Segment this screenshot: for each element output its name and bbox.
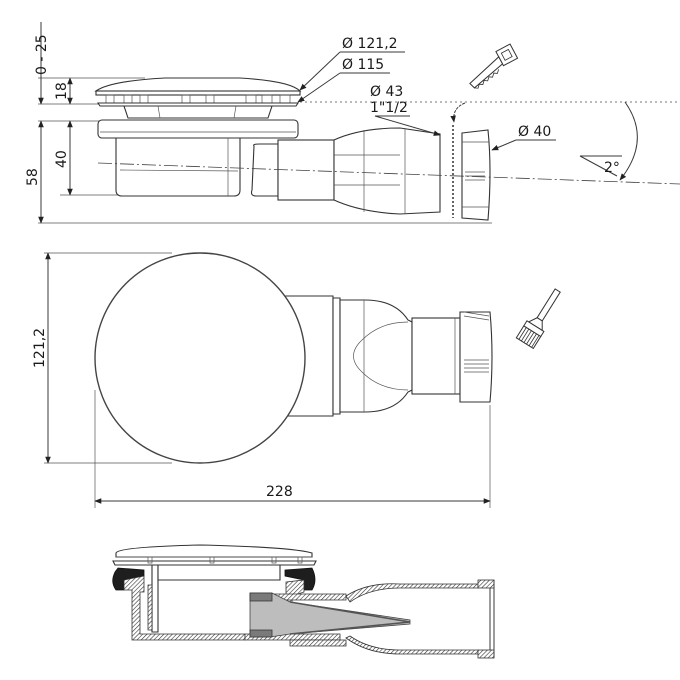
leader-grate-diameter — [299, 51, 341, 91]
dim-grate-height: 18 — [54, 82, 70, 100]
side-elevation-view: 0 - 25 18 40 58 — [25, 22, 680, 224]
compression-nut — [461, 129, 491, 221]
section-thread-bottom — [477, 649, 495, 659]
section-pipe-top-wall — [345, 583, 479, 603]
slope-triangle — [579, 155, 622, 177]
grate-legs — [123, 105, 273, 119]
grate-base-plate — [96, 102, 300, 107]
drain-body — [115, 137, 241, 197]
section-pipe-bottom-wall — [345, 635, 479, 655]
brush-icon — [515, 288, 561, 350]
top-grate-circle — [94, 252, 306, 464]
outlet-reducer — [333, 127, 441, 215]
top-plan-view: 121,2 228 — [32, 252, 561, 508]
callout-flange-diameter: Ø 115 — [342, 57, 384, 73]
section-grate-cover — [115, 544, 313, 558]
callout-outlet-diameter: Ø 43 — [370, 84, 403, 100]
callout-grate-diameter: Ø 121,2 — [342, 36, 398, 52]
grate-cover — [94, 77, 302, 92]
dim-total-height: 58 — [25, 168, 41, 186]
dim-top-width: 121,2 — [32, 328, 48, 368]
top-outlet-pipe — [411, 317, 461, 395]
dim-adjustable-height: 0 - 25 — [34, 34, 50, 75]
callout-outlet-thread: 1"1/2 — [370, 100, 408, 116]
top-outlet-tee — [339, 299, 413, 413]
dim-body-height: 40 — [54, 150, 70, 168]
top-compression-nut — [459, 311, 493, 403]
leader-outlet-diameter — [374, 115, 441, 136]
section-body-left-wall — [123, 575, 246, 641]
callout-pipe-diameter: Ø 40 — [518, 124, 551, 140]
leader-flange-diameter — [297, 72, 341, 103]
section-thread-top — [477, 579, 495, 589]
leader-pipe-diameter — [491, 139, 517, 151]
dim-top-length: 228 — [266, 484, 293, 500]
grate-slots — [105, 94, 291, 104]
drain-axis-line — [97, 162, 680, 185]
callout-slope-angle: 2° — [604, 160, 620, 176]
cut-arrow-icon — [450, 102, 466, 123]
rotation-arrow-icon — [619, 101, 638, 181]
section-grate-leg — [151, 564, 159, 633]
grate-rim — [95, 90, 301, 96]
drain-flange — [97, 119, 299, 139]
saw-icon — [469, 43, 519, 89]
cross-section-view — [112, 544, 495, 659]
outlet-elbow — [250, 143, 279, 197]
